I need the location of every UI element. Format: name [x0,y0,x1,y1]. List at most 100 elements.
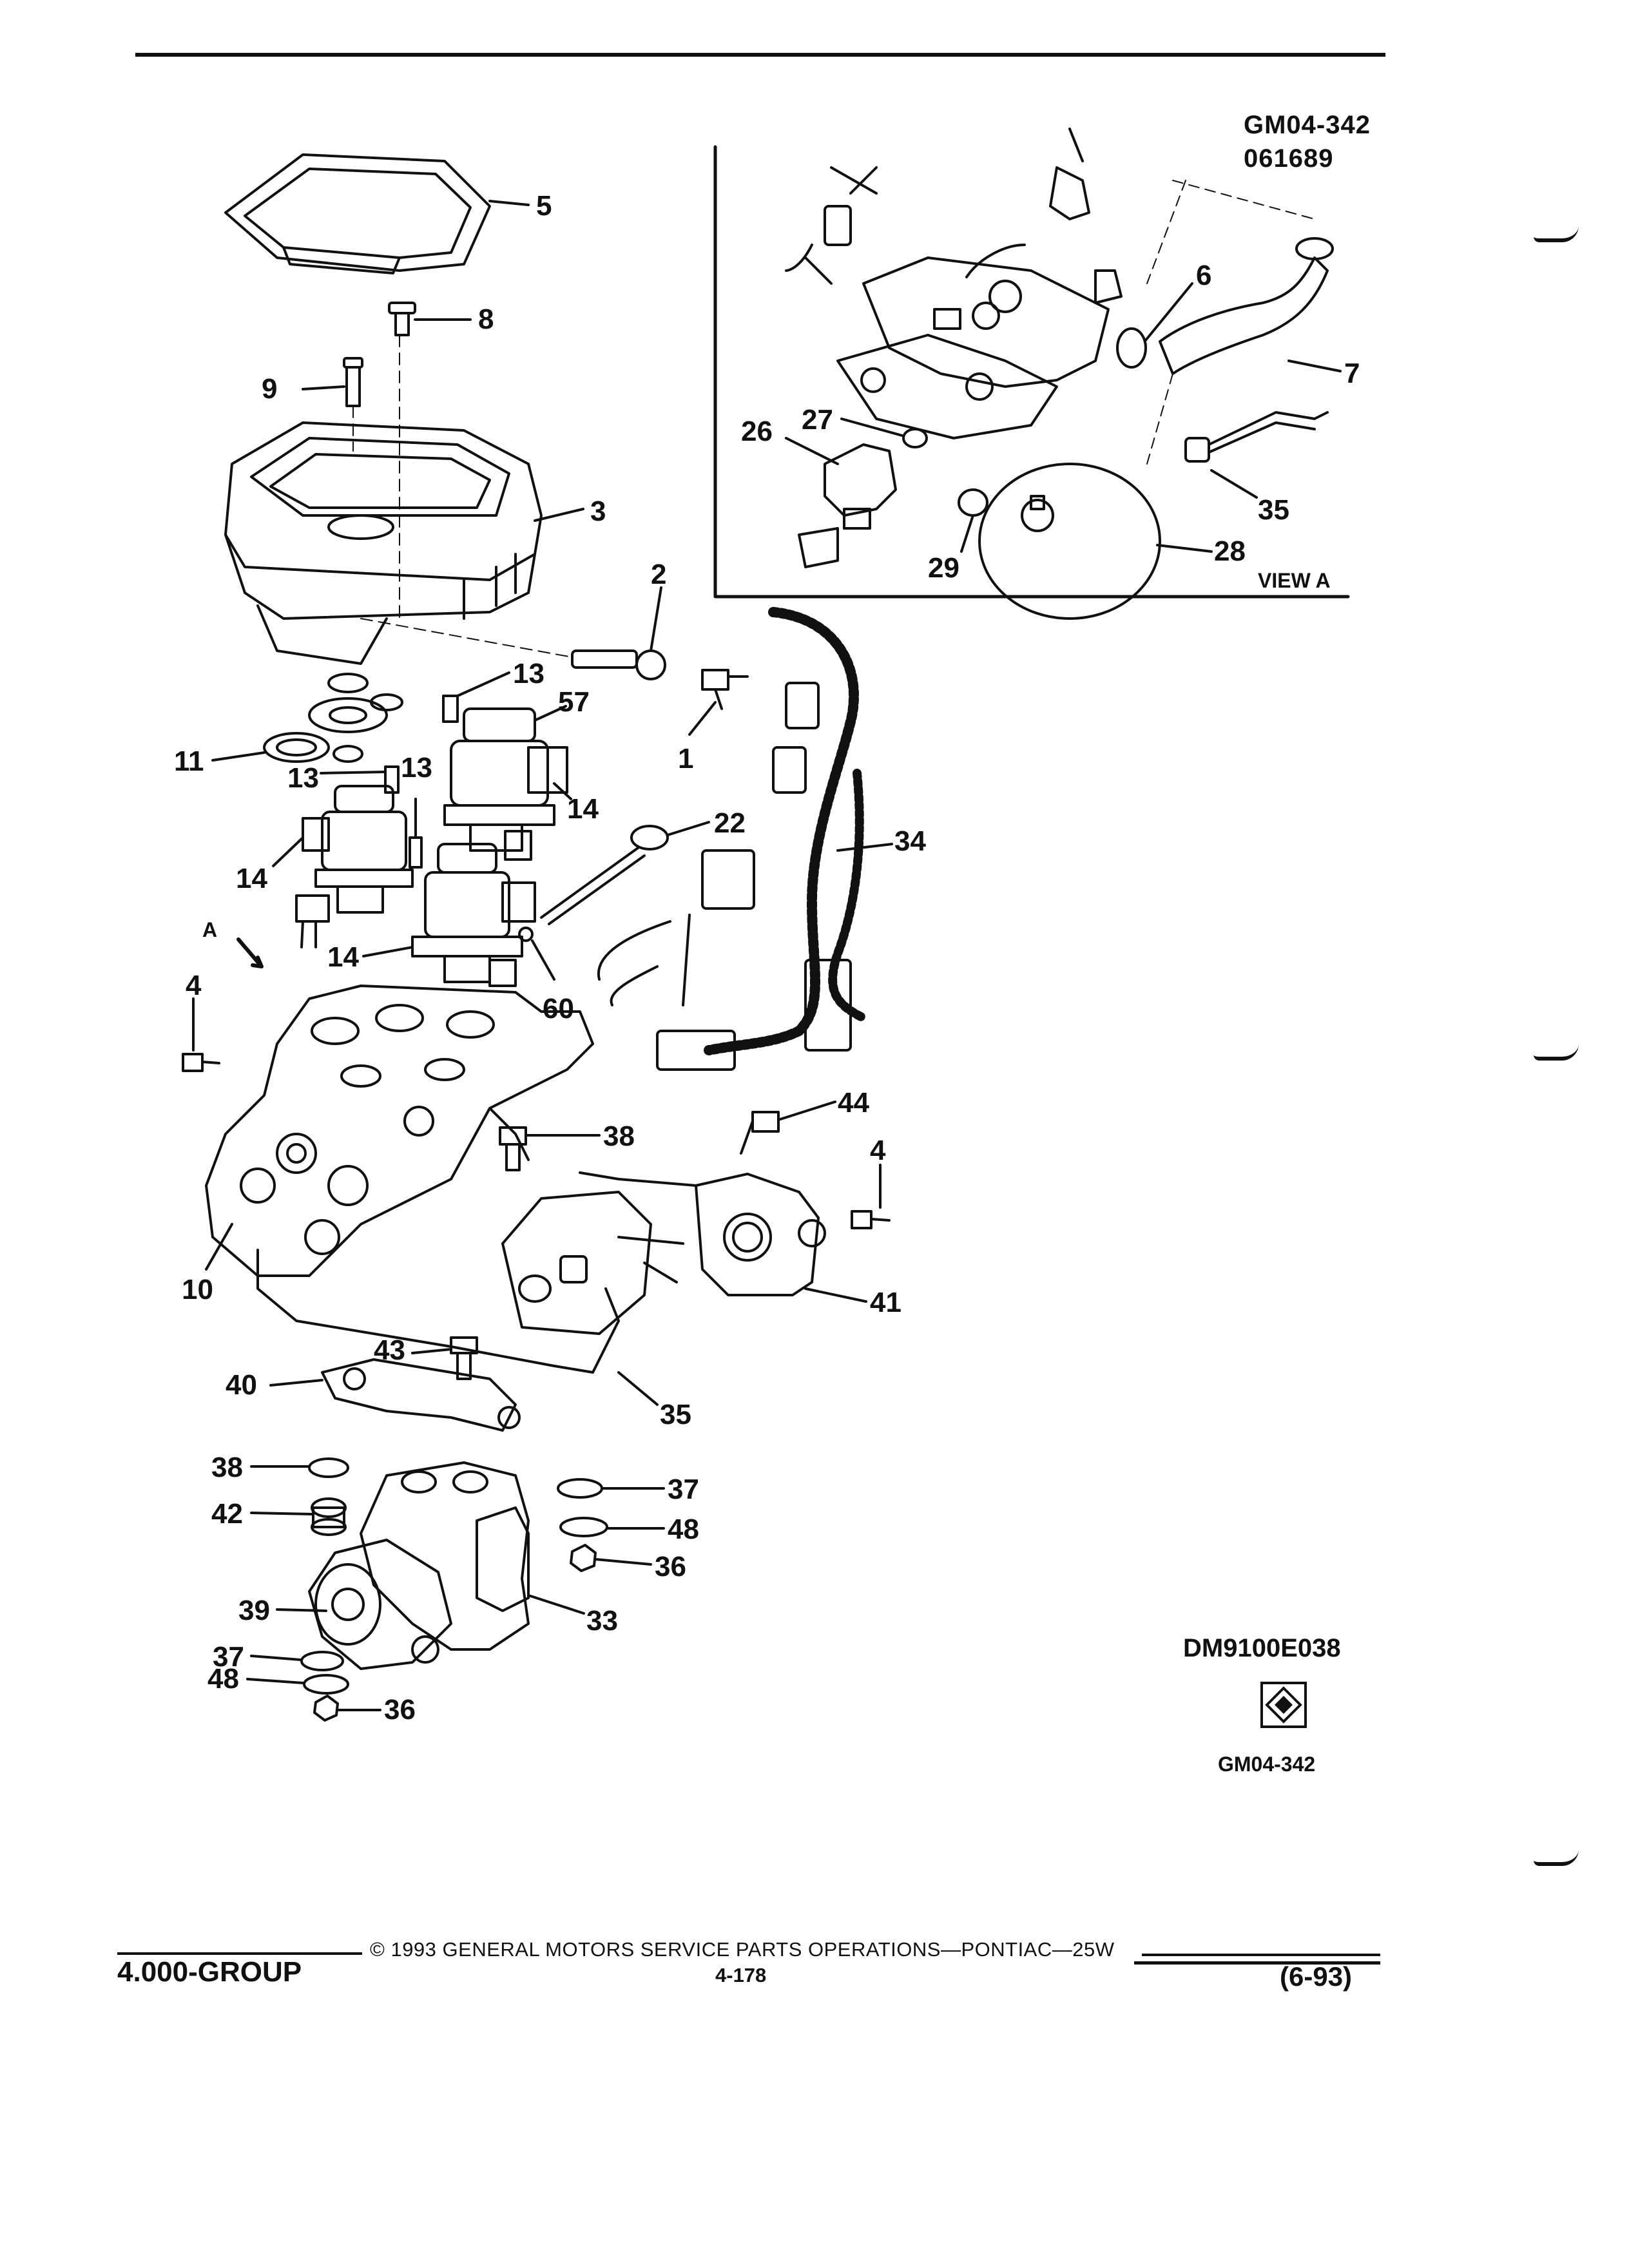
pigtail-connector-c [488,959,517,987]
washer-48-right [559,1517,608,1537]
view-a-assembly [836,128,1123,439]
screw-13-c [409,836,423,869]
washer-38-lower [308,1457,349,1478]
callout-7: 7 [1344,358,1360,389]
callout-13-a: 13 [513,658,545,689]
callout-37-lower: 37 [213,1641,244,1673]
top-rule [135,53,1385,57]
callout-22: 22 [714,807,746,839]
bolt-43 [450,1336,478,1380]
callout-6: 6 [1196,260,1211,291]
accumulator-canister [501,1171,697,1335]
callout-41: 41 [870,1287,901,1318]
callout-2: 2 [651,559,666,590]
pushrod-22 [540,825,669,925]
nut-36-right [570,1544,597,1572]
footer-rule-right [1142,1954,1380,1956]
vacuum-hose-7 [1159,256,1329,375]
page-number: 4-178 [715,1964,767,1986]
solenoid-valve-57 [443,707,568,852]
callout-9: 9 [262,373,277,405]
seal-kit-11 [263,673,403,763]
hose-clamp-6 [1116,327,1147,369]
pump-housing-41 [695,1173,826,1296]
bracket-40 [321,1358,521,1432]
washer-37-right [557,1478,603,1499]
callout-13-c: 13 [401,752,432,783]
vacuum-canister-28 [978,463,1161,620]
bleeder-4-left [182,1053,220,1072]
figure-code-bottom: GM04-342 [1218,1753,1316,1776]
diamond-symbol-icon [1260,1682,1307,1728]
figure-code: GM04-342 [1244,111,1371,139]
vacuum-fitting-35 [1184,411,1329,463]
callout-34: 34 [894,825,926,857]
callout-48-right: 48 [668,1514,699,1545]
callout-8: 8 [478,303,494,335]
solenoid-valve-14-left [302,785,414,914]
bleeder-4-right [851,1210,891,1229]
callout-14-a: 14 [567,793,599,825]
callout-3: 3 [590,495,606,527]
o-ring-29 [958,488,988,517]
callout-48-lower: 48 [207,1663,239,1695]
view-a-connector [785,166,878,285]
callout-43: 43 [374,1334,405,1366]
pigtail-connector-b [504,830,532,861]
margin-tick [1534,1044,1579,1061]
arrow-view-a [236,937,264,968]
callout-38-lower: 38 [211,1452,243,1483]
revision-date: (6-93) [1280,1961,1353,1992]
pressure-switch-26 [798,443,897,568]
pump-motor-33 [308,1461,530,1670]
callout-13-b: 13 [287,762,319,794]
callout-11: 11 [174,745,204,777]
brake-line-35 [256,1249,620,1374]
callout-35-view-a: 35 [1258,494,1289,526]
callout-4-left: 4 [186,970,202,1001]
callout-1: 1 [678,743,693,774]
callout-36-lower: 36 [384,1694,416,1725]
screw-13-a [442,695,459,723]
footer-rule-left [117,1952,362,1955]
view-a-label: VIEW A [1258,569,1331,592]
callout-33: 33 [586,1605,618,1637]
nut-36-lower [313,1695,339,1722]
reservoir-housing [224,421,543,665]
washer-37-lower [300,1651,344,1671]
callout-26: 26 [741,416,773,447]
figure-number: 061689 [1244,144,1334,173]
callout-5: 5 [536,190,552,222]
callout-27: 27 [802,404,833,436]
washer-48-lower [303,1674,349,1695]
o-ring-27 [902,428,928,448]
callout-37-right: 37 [668,1474,699,1505]
connector-1 [701,669,749,710]
o-ring-60 [518,927,534,942]
copyright-text: © 1993 GENERAL MOTORS SERVICE PARTS OPER… [370,1938,1115,1961]
callout-57: 57 [558,686,590,718]
callout-38-upper: 38 [603,1120,635,1152]
valve-body-10 [205,985,594,1277]
callout-28: 28 [1214,535,1246,567]
callout-14-c: 14 [327,941,359,973]
callout-40: 40 [226,1369,257,1401]
callout-36-right: 36 [655,1551,686,1582]
footer-rule-bottom [1134,1961,1380,1965]
callout-35-main: 35 [660,1399,691,1430]
bolt-44 [740,1111,780,1155]
group-label: 4.000-GROUP [117,1956,302,1988]
drawing-number: DM9100E038 [1183,1634,1341,1662]
margin-tick [1534,1849,1579,1866]
callout-29: 29 [928,552,959,584]
callout-39: 39 [238,1595,270,1626]
hose-clamp-6b [1295,237,1334,260]
pigtail-connector-a [295,894,330,923]
bolt-8 [388,302,416,336]
cover-lid [224,153,491,274]
callout-14-b: 14 [236,863,267,894]
callout-60: 60 [543,993,574,1024]
view-a-frame [713,145,1350,599]
callout-44: 44 [838,1087,869,1119]
